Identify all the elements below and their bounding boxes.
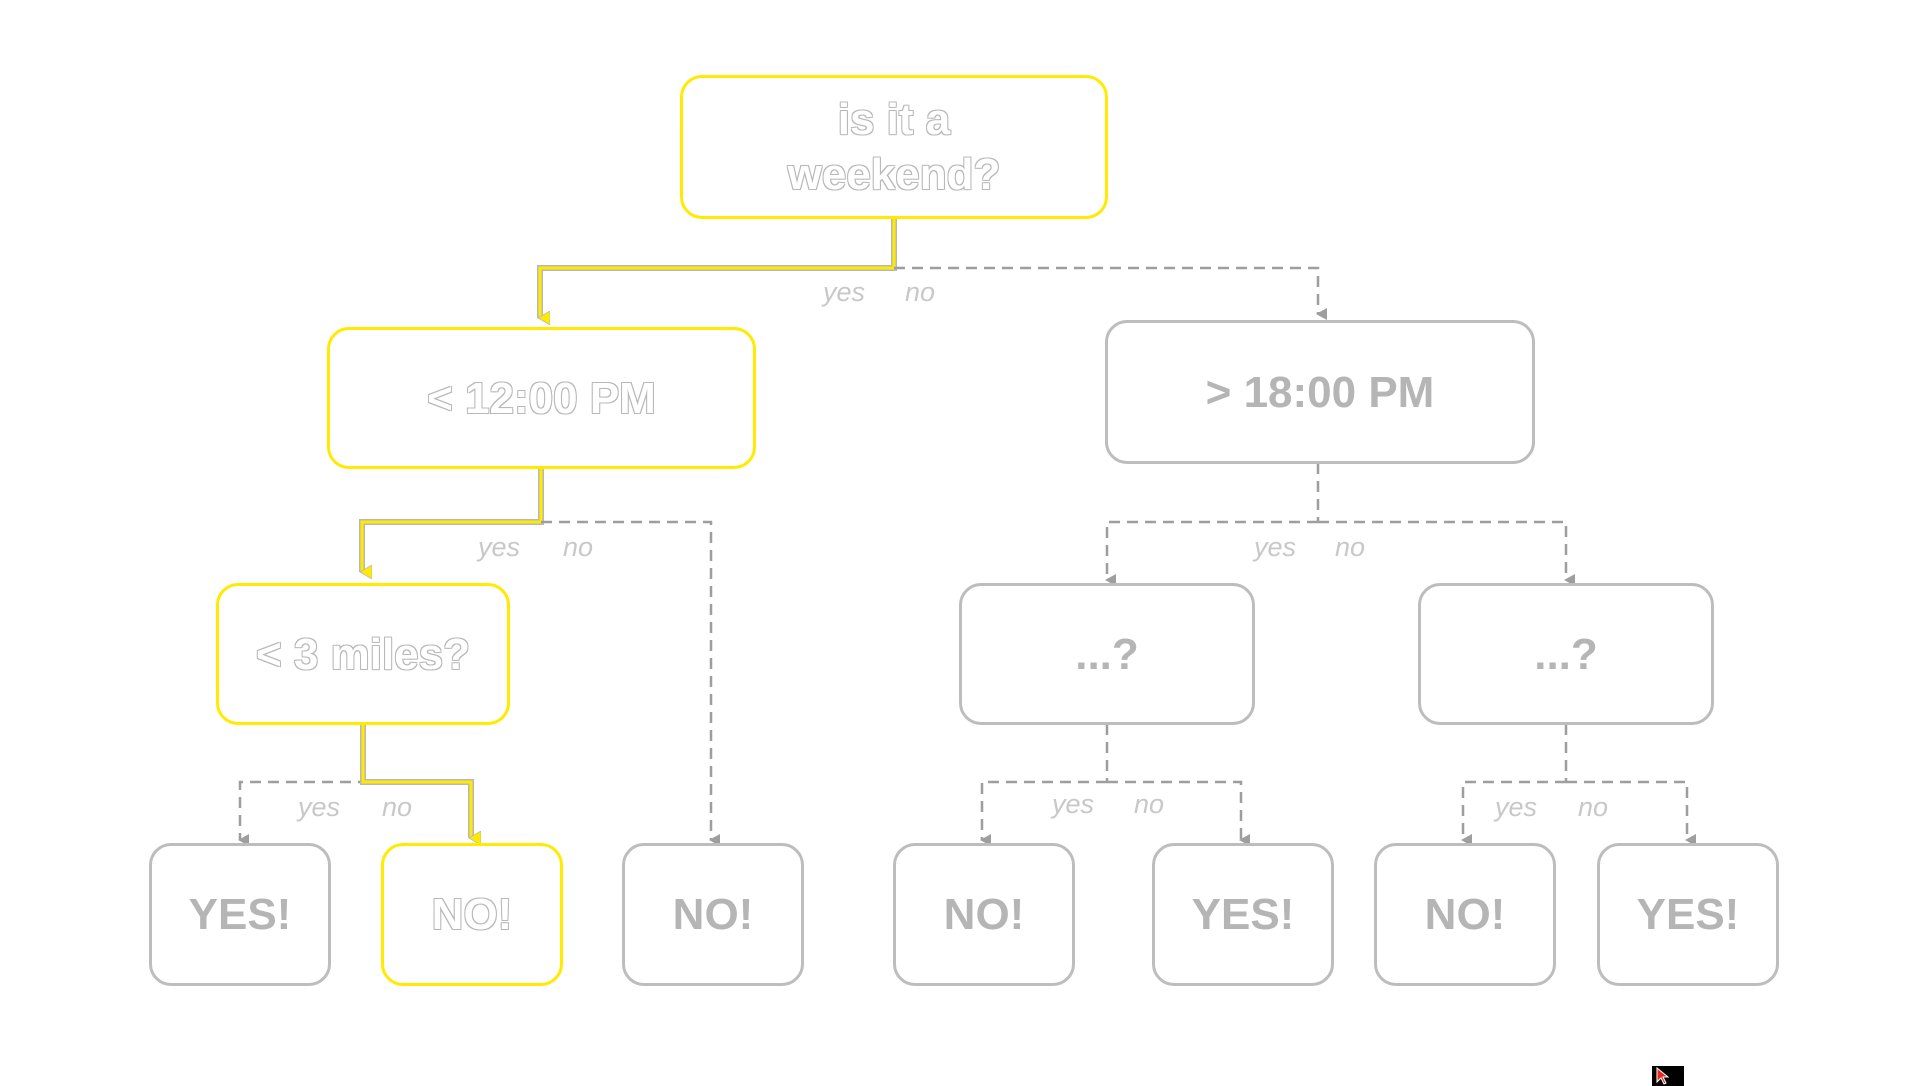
edge-distance-no-fill (361, 724, 471, 838)
edge-label-ul-no: no (1134, 789, 1165, 819)
edge-label-noon-no: no (563, 532, 594, 562)
edge-noon-yes-fill (362, 467, 543, 572)
mouse-cursor (1652, 1066, 1684, 1086)
edge-label-noon-yes: yes (478, 532, 521, 562)
leaf-no-4-label: NO! (1424, 890, 1506, 939)
cursor-arrow-icon (1656, 1067, 1670, 1085)
leaf-no-2-label: NO! (672, 890, 754, 939)
node-after-six: > 18:00 PM (1105, 320, 1535, 464)
node-before-noon-label: < 12:00 PM (427, 373, 656, 423)
edge-root-yes-fill (540, 217, 896, 318)
node-after-six-label: > 18:00 PM (1205, 367, 1435, 417)
node-unknown-left: ...? (959, 583, 1255, 725)
edge-label-ur-yes: yes (1495, 792, 1538, 822)
leaf-no-1-label: NO! (431, 890, 513, 939)
edge-ur-no (1566, 780, 1696, 846)
edge-label-ur-no: no (1578, 792, 1609, 822)
leaf-yes-2: YES! (1152, 843, 1334, 986)
leaf-no-2: NO! (622, 843, 804, 986)
leaf-no-4: NO! (1374, 843, 1556, 986)
leaf-yes-1: YES! (149, 843, 331, 986)
edge-label-six-yes: yes (1254, 532, 1297, 562)
node-unknown-left-label: ...? (1075, 629, 1139, 679)
edge-label-distance-yes: yes (298, 792, 341, 822)
node-distance: < 3 miles? (216, 583, 510, 725)
edge-label-ul-yes: yes (1052, 789, 1095, 819)
leaf-yes-3: YES! (1597, 843, 1779, 986)
leaf-no-1: NO! (381, 843, 563, 986)
edge-noon-no (541, 520, 720, 846)
leaf-yes-2-label: YES! (1191, 890, 1295, 939)
edge-label-six-no: no (1335, 532, 1366, 562)
node-weekend-question: is it a weekend? (680, 75, 1108, 219)
edge-six-no (1318, 520, 1575, 586)
edge-label-root-yes: yes (823, 277, 866, 307)
edge-label-root-no: no (905, 277, 936, 307)
node-weekend-label: is it a weekend? (787, 95, 1001, 199)
edge-label-distance-no: no (382, 792, 413, 822)
node-unknown-right-label: ...? (1534, 629, 1598, 679)
leaf-yes-1-label: YES! (188, 890, 292, 939)
node-before-noon: < 12:00 PM (327, 327, 756, 469)
leaf-no-3: NO! (893, 843, 1075, 986)
edge-ul-yes (980, 780, 1107, 846)
leaf-no-3-label: NO! (943, 890, 1025, 939)
edge-ul-no (1107, 780, 1250, 846)
leaf-yes-3-label: YES! (1636, 890, 1740, 939)
edge-root-no (894, 266, 1327, 320)
node-distance-label: < 3 miles? (255, 629, 470, 679)
node-unknown-right: ...? (1418, 583, 1714, 725)
